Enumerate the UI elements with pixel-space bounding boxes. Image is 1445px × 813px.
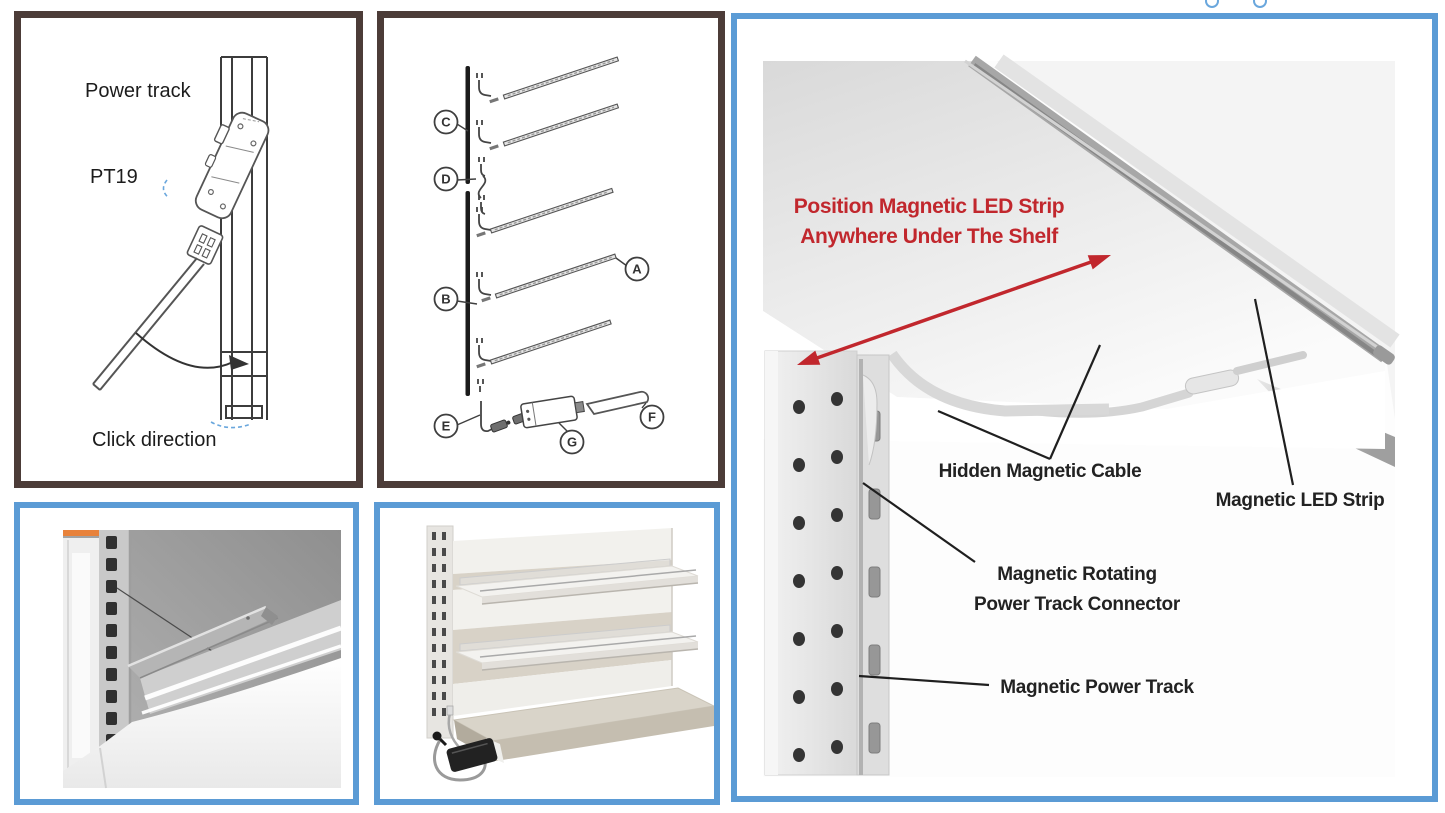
shelf-upper	[455, 558, 699, 605]
pt19-connector	[194, 111, 270, 220]
track-cable	[447, 712, 461, 749]
part-label-c: C	[433, 109, 459, 135]
pt19-wires	[92, 257, 205, 391]
power-track-bar	[465, 66, 470, 396]
light-glow	[763, 311, 1385, 449]
click-arrow	[135, 332, 249, 370]
rotating-connector-label-line2: Power Track Connector	[974, 594, 1181, 615]
svg-text:B: B	[441, 292, 450, 307]
shelf-far-plane	[997, 61, 1395, 419]
svg-text:G: G	[567, 435, 577, 450]
rotating-connector-label-line1: Magnetic Rotating	[997, 564, 1157, 585]
blue-dash-hints	[162, 179, 252, 429]
illuminated-sheet	[63, 658, 341, 788]
gondola-render	[426, 525, 714, 782]
panel-gondola-render	[374, 502, 720, 805]
shelf-bracket	[887, 350, 1110, 417]
part-labels: C D B A E F G	[433, 109, 665, 455]
power-track-label: Magnetic Power Track	[1000, 677, 1194, 698]
jumper-cable	[477, 157, 487, 215]
svg-text:F: F	[648, 410, 656, 425]
panel-lit-shelf-photo	[14, 502, 359, 805]
track-connector	[446, 705, 454, 716]
svg-text:C: C	[441, 115, 451, 130]
exploded-drawing: C D B A E F G	[433, 56, 665, 455]
part-label-e: E	[433, 413, 459, 439]
panel-click-direction: Power track PT19 Click direction	[14, 11, 363, 488]
power-plug	[432, 731, 448, 747]
part-label-a: A	[624, 256, 650, 282]
shelf-underside	[140, 600, 341, 714]
led-driver-box	[520, 395, 585, 429]
led-strips	[476, 56, 620, 369]
cropped-text-descender	[1205, 0, 1219, 8]
power-cord-loop	[585, 390, 650, 416]
shelf-underside-photo: Position Magnetic LED Strip Anywhere Und…	[763, 54, 1400, 777]
callout-leaders	[456, 123, 647, 432]
power-adapter	[446, 738, 498, 772]
label-leaders	[858, 298, 1295, 687]
magnetic-led-strip-photo	[964, 54, 1400, 365]
click-direction-label: Click direction	[92, 429, 216, 451]
svg-text:A: A	[632, 262, 642, 277]
power-feed-assembly	[480, 390, 650, 433]
magnetic-power-track-photo	[856, 354, 890, 776]
svg-text:D: D	[441, 172, 450, 187]
hidden-cable-label: Hidden Magnetic Cable	[939, 461, 1142, 482]
upright-slots	[106, 536, 117, 769]
model-label: PT19	[90, 166, 138, 188]
part-label-f: F	[639, 404, 665, 430]
panel-magnetic-system: Position Magnetic LED Strip Anywhere Und…	[731, 13, 1438, 802]
click-direction-drawing: Power track PT19 Click direction	[85, 56, 270, 451]
svg-text:E: E	[442, 419, 451, 434]
pt19-plug	[186, 225, 224, 265]
back-panel	[453, 528, 673, 716]
note-line2: Anywhere Under The Shelf	[800, 225, 1059, 248]
hanging-wire	[99, 747, 107, 789]
lit-shelf-photo	[63, 530, 342, 789]
cropped-text-descender	[1253, 0, 1267, 8]
orange-sliver	[63, 530, 105, 536]
rotating-connector-photo	[862, 374, 878, 466]
note-line1: Position Magnetic LED Strip	[794, 195, 1064, 218]
part-label-d: D	[433, 166, 459, 192]
post-holes	[793, 392, 843, 762]
upright-post	[426, 525, 454, 739]
wall-strip	[63, 538, 99, 788]
bracket-arm	[127, 605, 279, 679]
part-label-b: B	[433, 286, 459, 312]
power-cable	[433, 739, 487, 782]
shelf-lower	[455, 624, 699, 671]
upright-slots	[432, 532, 446, 716]
led-strip-label: Magnetic LED Strip	[1216, 490, 1385, 511]
strip-hook-connectors	[476, 73, 492, 392]
red-annotation: Position Magnetic LED Strip Anywhere Und…	[794, 195, 1111, 365]
part-label-g: G	[559, 429, 585, 455]
red-double-arrow	[797, 255, 1111, 365]
power-track-label: Power track	[85, 80, 192, 102]
upright-post	[764, 350, 858, 776]
panel-exploded-diagram: C D B A E F G	[377, 11, 725, 488]
